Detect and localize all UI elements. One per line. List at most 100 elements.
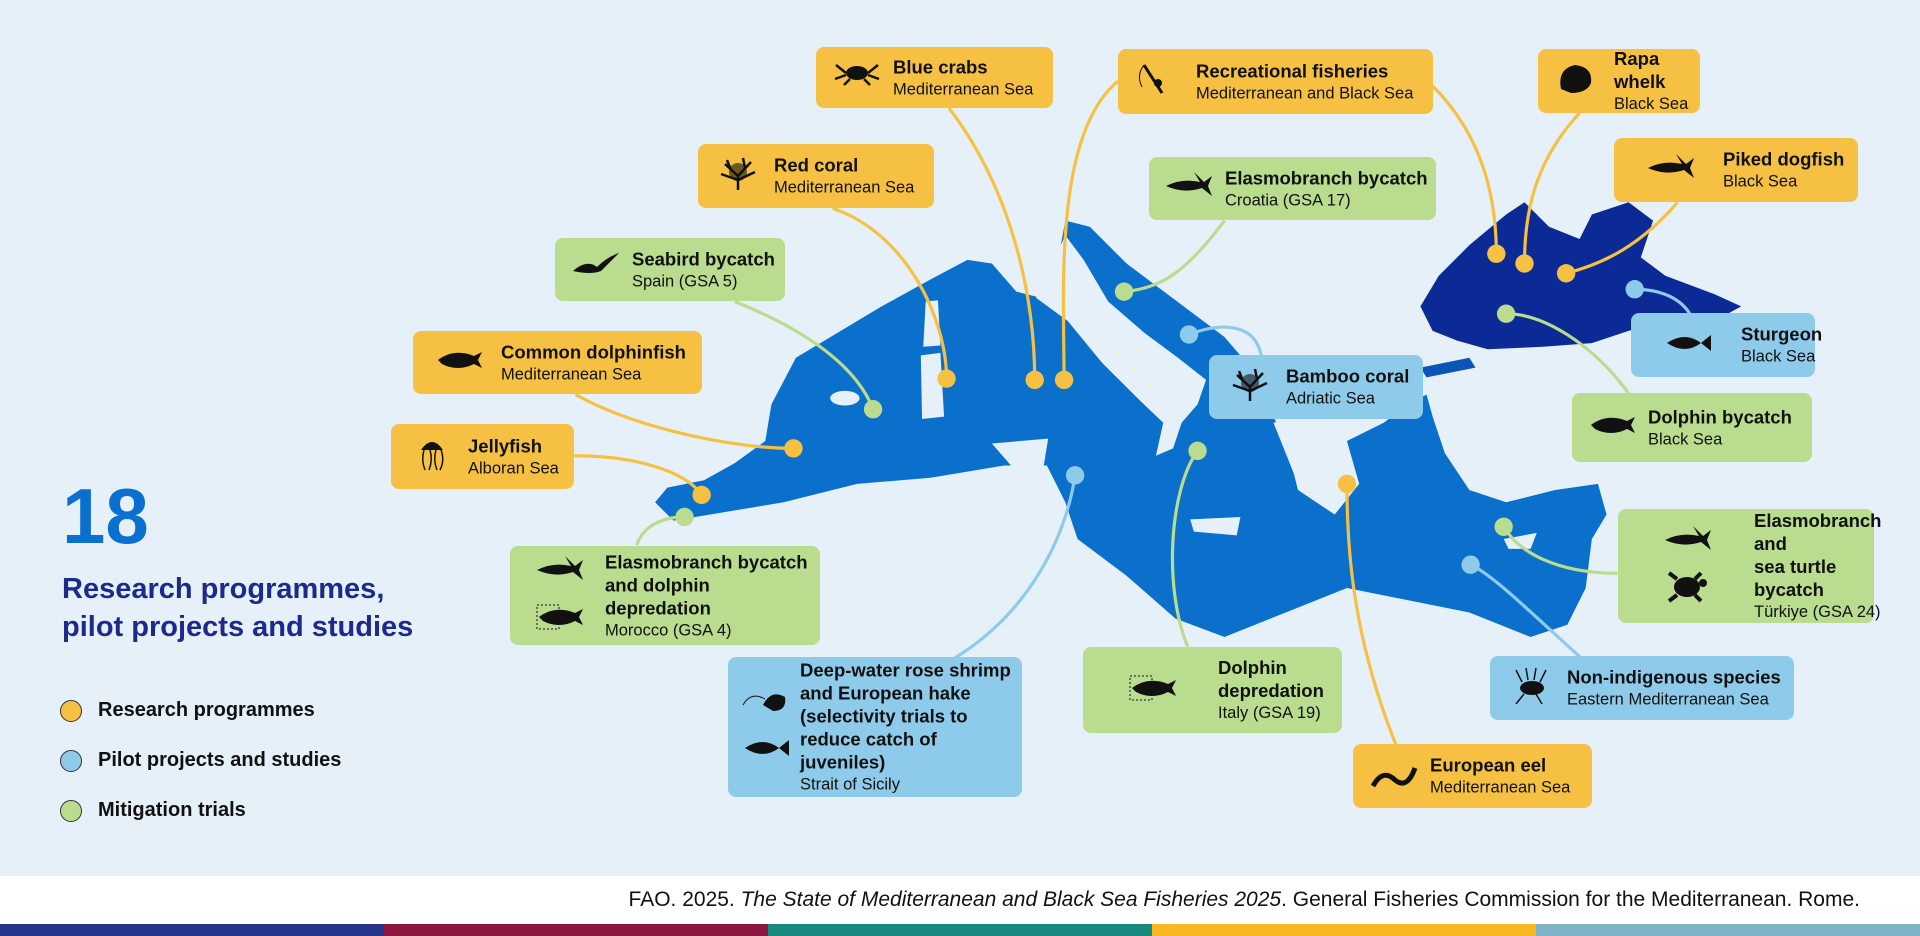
location-marker: [1065, 466, 1085, 485]
legend-label: Mitigation trials: [98, 799, 246, 821]
card-icons: [824, 47, 889, 108]
stripe-navy: [0, 924, 384, 936]
eel-icon: [1369, 756, 1419, 797]
corsica: [923, 300, 941, 347]
card-location: Mediterranean and Black Sea: [1196, 84, 1414, 102]
mediterranean-sea: [655, 220, 1607, 637]
connector-line: [1502, 525, 1618, 575]
card-title: Seabird bycatch: [632, 248, 775, 269]
whelk-shell-icon: [1553, 61, 1603, 102]
shark-icon: [1164, 168, 1214, 209]
shark-icon: [1663, 522, 1713, 563]
card-location: Strait of Sicily: [800, 775, 900, 794]
legend-label: Pilot projects and studies: [98, 749, 342, 771]
connector-line: [1123, 219, 1226, 294]
card-icons: [706, 144, 770, 208]
card-location: Croatia (GSA 17): [1225, 191, 1351, 209]
card-icons: [421, 331, 497, 394]
card-title: Deep-water rose shrimp and European hake…: [800, 659, 1011, 773]
card-location: Black Sea: [1648, 430, 1723, 448]
card-location: Mediterranean Sea: [893, 80, 1034, 98]
color-stripe: [0, 924, 1920, 936]
footer: FAO. 2025. The State of Mediterranean an…: [0, 876, 1920, 924]
location-marker: [1054, 370, 1074, 390]
card-icons: [518, 546, 601, 645]
stripe-maroon: [384, 924, 768, 936]
blue-dot-icon: [60, 749, 82, 772]
location-marker: [1515, 254, 1534, 273]
card-title: Elasmobranch and sea turtle bycatch: [1754, 510, 1882, 600]
card-icons: [1217, 355, 1282, 419]
card-title: Rapa whelk: [1614, 48, 1666, 92]
project-card-elasmobranch-bycatch: Elasmobranch bycatch and dolphin depreda…: [510, 546, 820, 645]
connector-line: [574, 454, 703, 496]
card-icons: [736, 657, 796, 797]
card-title: Elasmobranch bycatch: [1225, 167, 1428, 188]
dolphinfish-icon: [434, 342, 484, 383]
card-icons: [399, 424, 464, 489]
card-location: Alboran Sea: [468, 459, 559, 477]
card-icons: [1580, 393, 1644, 462]
lionfish-icon: [1506, 667, 1556, 709]
stripe-teal: [768, 924, 1152, 936]
project-card-deep-water-rose-shrimp: Deep-water rose shrimp and European hake…: [728, 657, 1022, 797]
citation-title: The State of Mediterranean and Black Sea…: [740, 888, 1282, 911]
connector-line: [1061, 79, 1119, 380]
shark-icon: [535, 552, 585, 593]
location-marker: [1494, 517, 1513, 536]
stripe-light-blue: [1536, 924, 1920, 936]
location-marker: [1179, 325, 1199, 344]
connector-line: [954, 475, 1077, 660]
legend-item-mitigation: Mitigation trials: [60, 799, 246, 822]
connector-line: [574, 393, 794, 450]
card-icons: [563, 238, 628, 301]
card-icons: [1091, 647, 1214, 733]
dolphin-net-icon: [1128, 670, 1178, 711]
bamboo-coral-icon: [1225, 367, 1275, 408]
balearic-islands: [830, 390, 860, 406]
location-marker: [1496, 304, 1516, 323]
fishing-rod-icon: [1134, 61, 1184, 102]
location-marker: [692, 485, 711, 505]
card-location: Morocco (GSA 4): [605, 621, 732, 639]
card-title: Common dolphinfish: [501, 341, 686, 362]
connector-line: [1565, 201, 1679, 275]
card-location: Mediterranean Sea: [501, 365, 642, 383]
connector-line: [832, 206, 949, 379]
dogfish-icon: [1646, 150, 1696, 191]
location-marker: [1188, 441, 1207, 461]
card-title: Blue crabs: [893, 56, 988, 77]
connector-line: [1431, 84, 1498, 254]
card-icons: [1622, 138, 1719, 202]
crab-icon: [832, 57, 882, 98]
connector-line: [1170, 449, 1199, 648]
location-marker: [784, 439, 803, 458]
location-marker: [1487, 244, 1506, 263]
hake-icon: [741, 730, 791, 771]
card-location: Black Sea: [1723, 172, 1798, 191]
card-title: Recreational fisheries: [1196, 60, 1389, 81]
jellyfish-icon: [407, 436, 457, 477]
card-location: Adriatic Sea: [1286, 389, 1375, 408]
legend-item-pilot: Pilot projects and studies: [60, 749, 341, 772]
connector-line: [1506, 312, 1630, 395]
location-marker: [1556, 264, 1576, 283]
sea-of-marmara: [1420, 357, 1476, 378]
card-icons: [1626, 509, 1750, 623]
cyprus: [1503, 532, 1537, 549]
location-marker: [675, 507, 694, 527]
greece: [1273, 404, 1360, 503]
location-marker: [863, 400, 883, 419]
card-title: Dolphin bycatch: [1648, 406, 1792, 427]
